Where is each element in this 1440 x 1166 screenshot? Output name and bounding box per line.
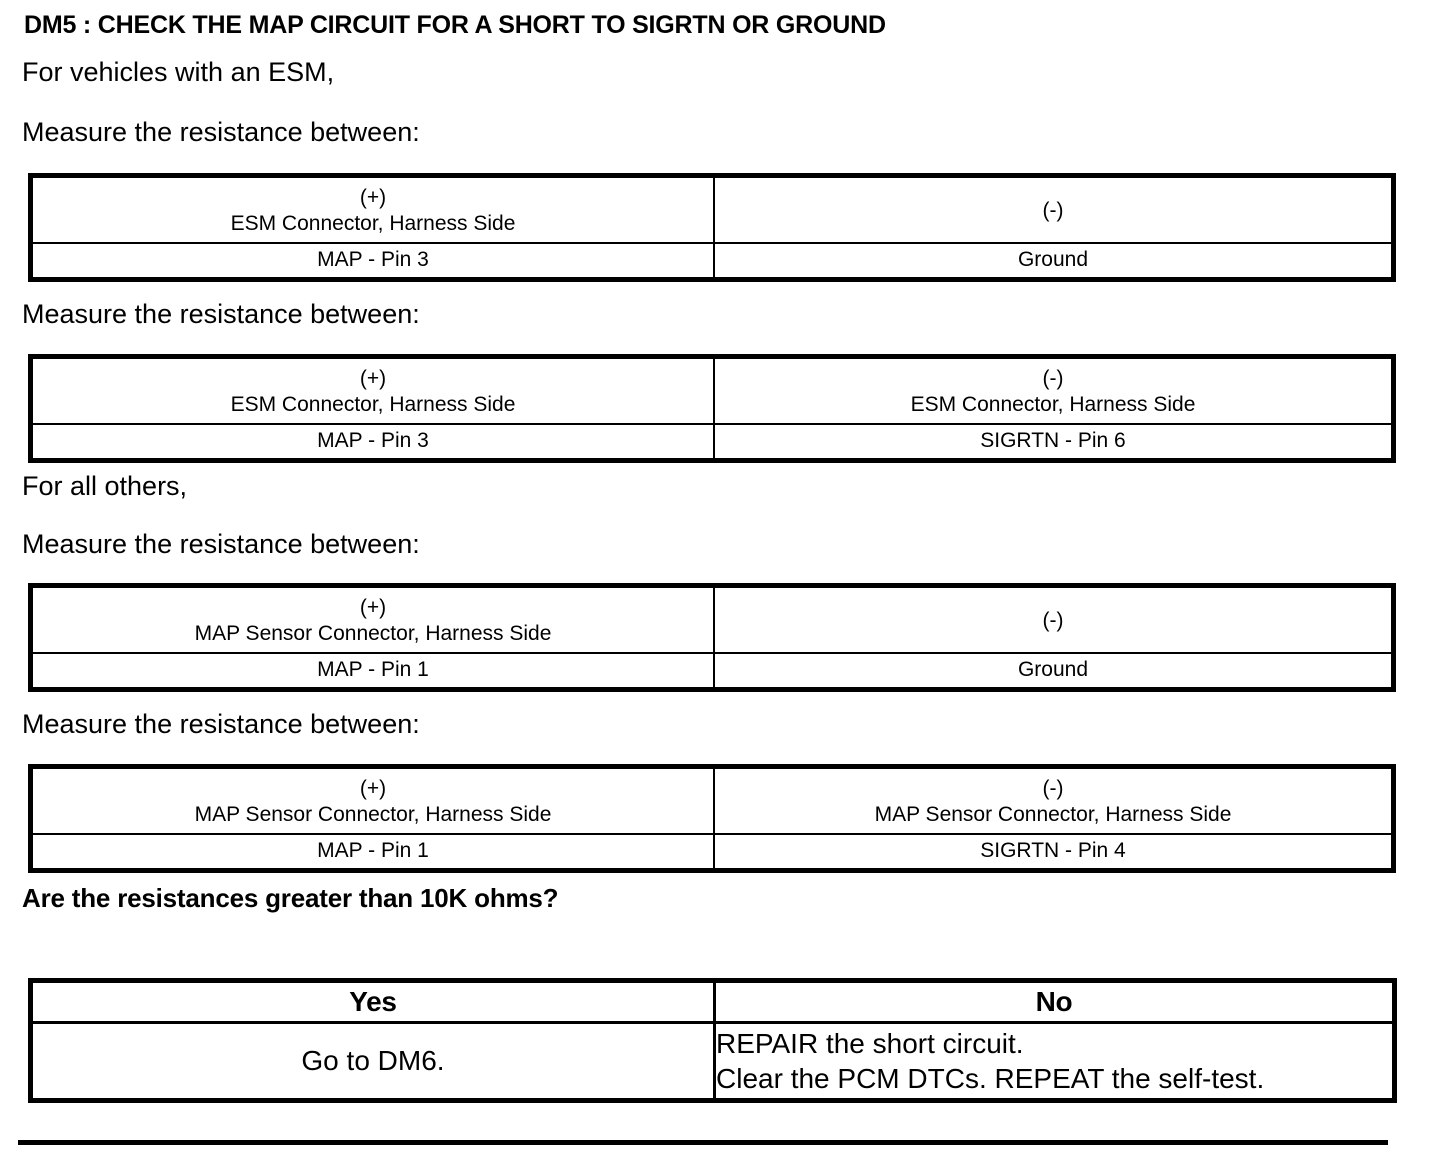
negative-sign-label: (-) bbox=[1042, 776, 1064, 800]
positive-pin-value: MAP - Pin 1 bbox=[29, 833, 715, 872]
negative-sign-label: (-) bbox=[1042, 198, 1064, 222]
positive-sign-label: (+) bbox=[359, 185, 387, 209]
page-footer-divider bbox=[18, 1140, 1388, 1145]
measurement-table-2: (+) ESM Connector, Harness Side (-) ESM … bbox=[28, 354, 1396, 463]
positive-pin-value: MAP - Pin 1 bbox=[29, 652, 715, 691]
positive-pin-value: MAP - Pin 3 bbox=[29, 242, 715, 281]
measure-label-1: Measure the resistance between: bbox=[22, 117, 420, 147]
table-row: Yes No bbox=[29, 979, 1396, 1024]
table-row: MAP - Pin 1 Ground bbox=[29, 652, 1395, 691]
outcome-yes-action: Go to DM6. bbox=[29, 1021, 716, 1102]
outcome-no-header: No bbox=[713, 979, 1396, 1024]
table-row: (+) ESM Connector, Harness Side (-) bbox=[29, 174, 1395, 244]
others-condition-label: For all others, bbox=[22, 471, 188, 501]
page-title: DM5 : CHECK THE MAP CIRCUIT FOR A SHORT … bbox=[24, 11, 886, 39]
outcome-no-action-line-1: REPAIR the short circuit. bbox=[716, 1027, 1024, 1059]
positive-terminal-header: (+) ESM Connector, Harness Side bbox=[29, 355, 715, 425]
negative-terminal-header: (-) bbox=[713, 174, 1395, 244]
measure-label-2: Measure the resistance between: bbox=[22, 299, 420, 329]
negative-terminal-header: (-) ESM Connector, Harness Side bbox=[713, 355, 1395, 425]
measurement-table-3: (+) MAP Sensor Connector, Harness Side (… bbox=[28, 583, 1396, 692]
positive-location-label: MAP Sensor Connector, Harness Side bbox=[194, 803, 552, 826]
table-row: (+) MAP Sensor Connector, Harness Side (… bbox=[29, 584, 1395, 654]
positive-location-label: MAP Sensor Connector, Harness Side bbox=[194, 622, 552, 645]
positive-pin-value: MAP - Pin 3 bbox=[29, 423, 715, 462]
measurement-table-1: (+) ESM Connector, Harness Side (-) MAP … bbox=[28, 173, 1396, 282]
negative-pin-value: SIGRTN - Pin 4 bbox=[713, 833, 1395, 872]
negative-location-label: MAP Sensor Connector, Harness Side bbox=[874, 803, 1232, 826]
outcome-no-action-line-2: Clear the PCM DTCs. REPEAT the self-test… bbox=[716, 1063, 1265, 1094]
outcome-table: Yes No Go to DM6. REPAIR the short circu… bbox=[28, 978, 1397, 1103]
negative-pin-value: SIGRTN - Pin 6 bbox=[713, 423, 1395, 462]
negative-terminal-header: (-) MAP Sensor Connector, Harness Side bbox=[713, 765, 1395, 835]
outcome-no-action: REPAIR the short circuit. Clear the PCM … bbox=[713, 1021, 1396, 1102]
table-row: MAP - Pin 3 SIGRTN - Pin 6 bbox=[29, 423, 1395, 462]
positive-terminal-header: (+) MAP Sensor Connector, Harness Side bbox=[29, 584, 715, 654]
table-row: (+) MAP Sensor Connector, Harness Side (… bbox=[29, 765, 1395, 835]
negative-sign-label: (-) bbox=[1042, 608, 1064, 632]
positive-sign-label: (+) bbox=[359, 776, 387, 800]
negative-terminal-header: (-) bbox=[713, 584, 1395, 654]
positive-sign-label: (+) bbox=[359, 595, 387, 619]
measurement-table-4: (+) MAP Sensor Connector, Harness Side (… bbox=[28, 764, 1396, 873]
esm-condition-label: For vehicles with an ESM, bbox=[22, 57, 335, 87]
table-row: MAP - Pin 1 SIGRTN - Pin 4 bbox=[29, 833, 1395, 872]
table-row: Go to DM6. REPAIR the short circuit. Cle… bbox=[29, 1021, 1396, 1102]
positive-location-label: ESM Connector, Harness Side bbox=[230, 393, 516, 416]
positive-location-label: ESM Connector, Harness Side bbox=[230, 212, 516, 235]
table-row: MAP - Pin 3 Ground bbox=[29, 242, 1395, 281]
negative-location-label: ESM Connector, Harness Side bbox=[910, 393, 1196, 416]
measure-label-4: Measure the resistance between: bbox=[22, 709, 420, 739]
positive-sign-label: (+) bbox=[359, 366, 387, 390]
negative-pin-value: Ground bbox=[713, 652, 1395, 691]
positive-terminal-header: (+) ESM Connector, Harness Side bbox=[29, 174, 715, 244]
negative-pin-value: Ground bbox=[713, 242, 1395, 281]
negative-sign-label: (-) bbox=[1042, 366, 1064, 390]
measure-label-3: Measure the resistance between: bbox=[22, 529, 420, 559]
table-row: (+) ESM Connector, Harness Side (-) ESM … bbox=[29, 355, 1395, 425]
positive-terminal-header: (+) MAP Sensor Connector, Harness Side bbox=[29, 765, 715, 835]
outcome-yes-header: Yes bbox=[29, 979, 716, 1024]
decision-question: Are the resistances greater than 10K ohm… bbox=[22, 883, 559, 913]
